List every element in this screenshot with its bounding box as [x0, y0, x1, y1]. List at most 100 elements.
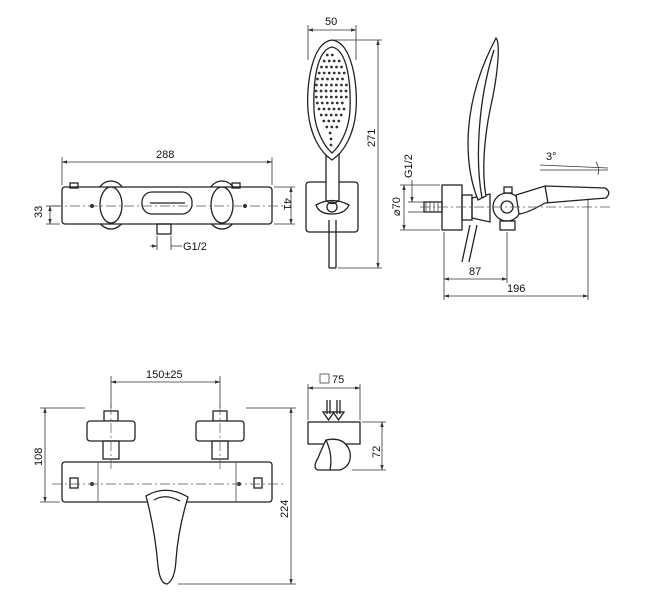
- nozzle-dot: [331, 77, 334, 81]
- nozzle-dot: [328, 131, 332, 135]
- nozzle-dot: [317, 71, 321, 75]
- nozzle-dot: [337, 71, 341, 75]
- nozzle-dot: [320, 83, 323, 87]
- wall-plate: [441, 184, 463, 231]
- dim-top-height-right: 41: [281, 198, 293, 210]
- nozzle-dot: [319, 95, 323, 99]
- nozzle-dot: [322, 59, 326, 63]
- shower-nozzles: [314, 53, 348, 147]
- dim-mount-square: 75: [332, 374, 344, 386]
- nozzle-dot: [315, 83, 318, 87]
- nozzle-dot: [345, 83, 348, 87]
- side-lever: [515, 185, 610, 215]
- nozzle-dot: [327, 71, 331, 75]
- nozzle-dot: [325, 101, 329, 105]
- nozzle-dot: [329, 95, 333, 99]
- nozzle-dot: [335, 83, 338, 87]
- shower-head: [306, 39, 358, 161]
- nozzle-dot: [332, 59, 336, 63]
- nozzle-dot: [335, 125, 339, 129]
- bottom-inlet: [156, 223, 172, 235]
- nozzle-dot: [329, 143, 333, 147]
- nozzle-dot: [334, 89, 338, 93]
- mount-view: 75 72: [307, 373, 386, 471]
- nozzle-dot: [314, 95, 318, 99]
- dim-side-diameter: ⌀70: [391, 197, 403, 216]
- nozzle-dot: [314, 89, 318, 93]
- nozzle-dot: [341, 77, 344, 81]
- nozzle-dot: [319, 89, 323, 93]
- nozzle-dot: [330, 53, 334, 57]
- dim-side-angle: 3°: [546, 151, 557, 163]
- nozzle-dot: [319, 113, 323, 117]
- nozzle-dot: [329, 137, 333, 141]
- dim-top-width: 288: [156, 149, 174, 161]
- nozzle-dot: [324, 89, 328, 93]
- dim-front-total: 224: [279, 500, 291, 518]
- nozzle-dot: [325, 53, 329, 57]
- center-knob: [141, 191, 193, 215]
- nozzle-dot: [334, 95, 338, 99]
- dim-mount-height: 72: [371, 446, 383, 458]
- nozzle-dot: [339, 113, 343, 117]
- nozzle-dot: [342, 107, 346, 111]
- nozzle-dot: [329, 113, 333, 117]
- holder-clip: [315, 199, 350, 215]
- mixer-side-view: G1/2 ⌀70 3° 87 196: [391, 36, 612, 300]
- nozzle-dot: [342, 71, 346, 75]
- nozzle-dot: [334, 113, 338, 117]
- nozzle-dot: [324, 95, 328, 99]
- nozzle-dot: [325, 65, 328, 69]
- dim-shower-width: 50: [325, 16, 337, 28]
- nozzle-dot: [324, 113, 328, 117]
- nozzle-dot: [322, 119, 326, 123]
- side-shower-blade: [467, 36, 499, 201]
- nozzle-dot: [335, 65, 338, 69]
- dim-side-thread: G1/2: [403, 154, 415, 178]
- dim-side-depth: 87: [469, 266, 481, 278]
- mount-knob: [314, 438, 351, 471]
- nozzle-dot: [340, 65, 343, 69]
- dim-side-total: 196: [507, 283, 525, 295]
- nozzle-dot: [330, 65, 333, 69]
- nozzle-dot: [327, 119, 331, 123]
- nozzle-dot: [339, 89, 343, 93]
- nozzle-dot: [330, 125, 334, 129]
- nozzle-dot: [326, 77, 329, 81]
- nozzle-dot: [332, 107, 336, 111]
- nozzle-dot: [320, 101, 324, 105]
- nozzle-dot: [317, 107, 321, 111]
- nozzle-dot: [327, 59, 331, 63]
- nozzle-dot: [327, 107, 331, 111]
- front-spout: [145, 489, 189, 585]
- nozzle-dot: [325, 125, 329, 129]
- nozzle-dot: [321, 77, 324, 81]
- dim-shower-height: 271: [366, 129, 378, 147]
- nozzle-dot: [340, 101, 344, 105]
- nozzle-dot: [330, 83, 333, 87]
- mixer-top-view: 288 33 41 G1/2: [33, 149, 295, 253]
- nozzle-dot: [322, 71, 326, 75]
- nozzle-dot: [316, 77, 319, 81]
- nozzle-dot: [325, 83, 328, 87]
- nozzle-dot: [337, 107, 341, 111]
- nozzle-dot: [315, 101, 319, 105]
- dim-top-height-left: 33: [33, 206, 45, 218]
- nozzle-dot: [337, 119, 341, 123]
- nozzle-dot: [337, 59, 341, 63]
- nozzle-dot: [329, 89, 333, 93]
- nozzle-dot: [320, 65, 323, 69]
- nozzle-dot: [330, 101, 334, 105]
- nozzle-dot: [340, 83, 343, 87]
- mixer-front-view: 150±25 108 224: [33, 369, 296, 585]
- dim-front-height: 108: [33, 448, 45, 466]
- nozzle-dot: [322, 107, 326, 111]
- nozzle-dot: [344, 95, 348, 99]
- dim-inlet-thread: G1/2: [183, 241, 207, 253]
- hand-shower-view: 50 271: [305, 16, 382, 269]
- nozzle-dot: [336, 77, 339, 81]
- nozzle-dot: [339, 95, 343, 99]
- nozzle-dot: [344, 89, 348, 93]
- nozzle-dot: [335, 101, 339, 105]
